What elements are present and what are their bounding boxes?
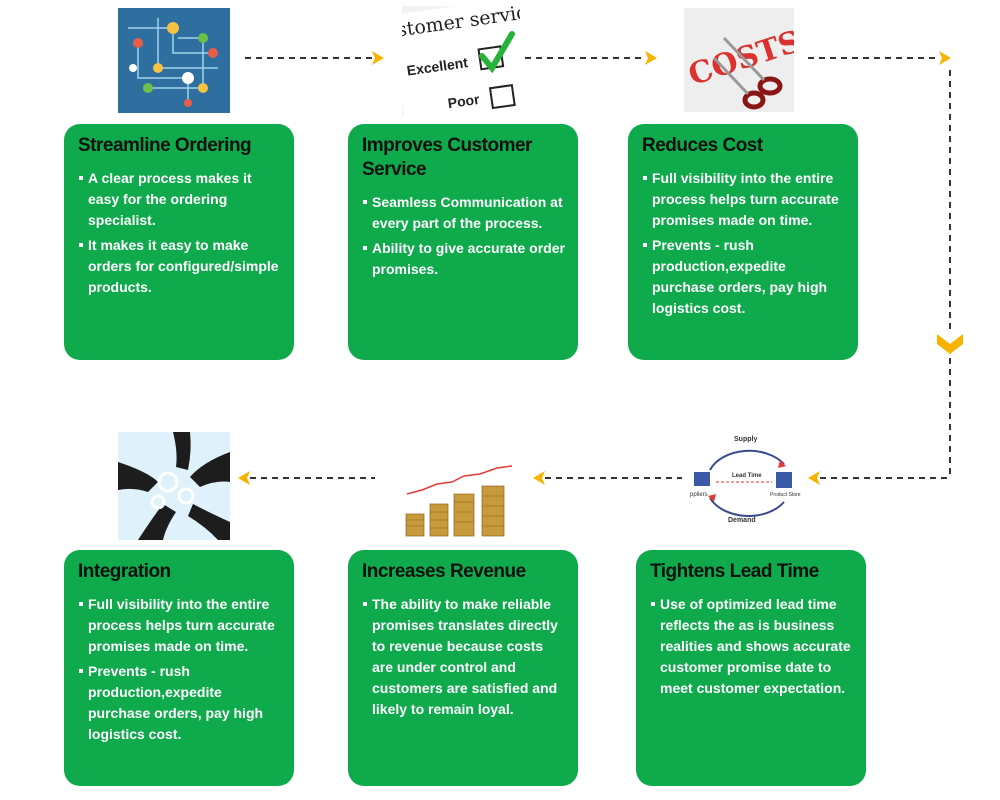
demand-label: Demand bbox=[728, 517, 756, 524]
lead-time-label: Lead Time bbox=[732, 473, 762, 479]
supply-demand-cycle-icon: Supply ppliers Lead Time Product Store D… bbox=[688, 432, 806, 532]
scissors-costs-icon: COSTS bbox=[684, 8, 794, 112]
bullet-item: Use of optimized lead time reflects the … bbox=[650, 594, 854, 699]
product-store-label: Product Store bbox=[770, 492, 801, 498]
bullet-list: Use of optimized lead time reflects the … bbox=[650, 594, 854, 699]
survey-option-poor: Poor bbox=[447, 91, 481, 111]
bullet-list: A clear process makes it easy for the or… bbox=[78, 168, 282, 298]
bullet-item: It makes it easy to make orders for conf… bbox=[78, 235, 282, 298]
bullet-item: The ability to make reliable promises tr… bbox=[362, 594, 566, 720]
chevron-left-icon bbox=[808, 471, 820, 485]
suppliers-label: ppliers bbox=[690, 492, 708, 498]
bullet-list: Full visibility into the entire process … bbox=[78, 594, 282, 745]
bullet-item: Ability to give accurate order promises. bbox=[362, 238, 566, 280]
chevron-left-icon bbox=[238, 471, 250, 485]
card-integration: Integration Full visibility into the ent… bbox=[64, 550, 294, 786]
card-title: Improves Customer Service bbox=[362, 135, 532, 180]
chevron-right-icon bbox=[939, 51, 951, 65]
bullet-list: Full visibility into the entire process … bbox=[642, 168, 846, 319]
bullet-item: Prevents - rush production,expedite purc… bbox=[78, 661, 282, 745]
card-streamline-ordering: Streamline Ordering A clear process make… bbox=[64, 124, 294, 360]
supply-label: Supply bbox=[734, 436, 757, 443]
card-reduces-cost: Reduces Cost Full visibility into the en… bbox=[628, 124, 858, 360]
card-title: Increases Revenue bbox=[362, 561, 526, 582]
bullet-list: Seamless Communication at every part of … bbox=[362, 192, 566, 280]
bullet-item: A clear process makes it easy for the or… bbox=[78, 168, 282, 231]
card-title: Tightens Lead Time bbox=[650, 561, 819, 582]
chevron-right-icon bbox=[645, 51, 657, 65]
card-increases-revenue: Increases Revenue The ability to make re… bbox=[348, 550, 578, 786]
survey-checkbox-icon: stomer service Excellent Poor bbox=[402, 6, 520, 116]
coin-stacks-growth-icon bbox=[402, 462, 514, 537]
network-flow-icon bbox=[118, 8, 230, 113]
card-title: Reduces Cost bbox=[642, 135, 763, 156]
chevron-left-icon bbox=[533, 471, 545, 485]
card-title: Integration bbox=[78, 561, 171, 582]
chevron-right-icon bbox=[372, 51, 384, 65]
card-title: Streamline Ordering bbox=[78, 135, 252, 156]
chevron-down-icon bbox=[937, 334, 963, 354]
bullet-item: Seamless Communication at every part of … bbox=[362, 192, 566, 234]
bullet-list: The ability to make reliable promises tr… bbox=[362, 594, 566, 720]
bullet-item: Full visibility into the entire process … bbox=[78, 594, 282, 657]
bullet-item: Full visibility into the entire process … bbox=[642, 168, 846, 231]
hands-gears-icon bbox=[118, 432, 230, 540]
bullet-item: Prevents - rush production,expedite purc… bbox=[642, 235, 846, 319]
card-tightens-lead-time: Tightens Lead Time Use of optimized lead… bbox=[636, 550, 866, 786]
card-improves-customer-service: Improves Customer Service Seamless Commu… bbox=[348, 124, 578, 360]
